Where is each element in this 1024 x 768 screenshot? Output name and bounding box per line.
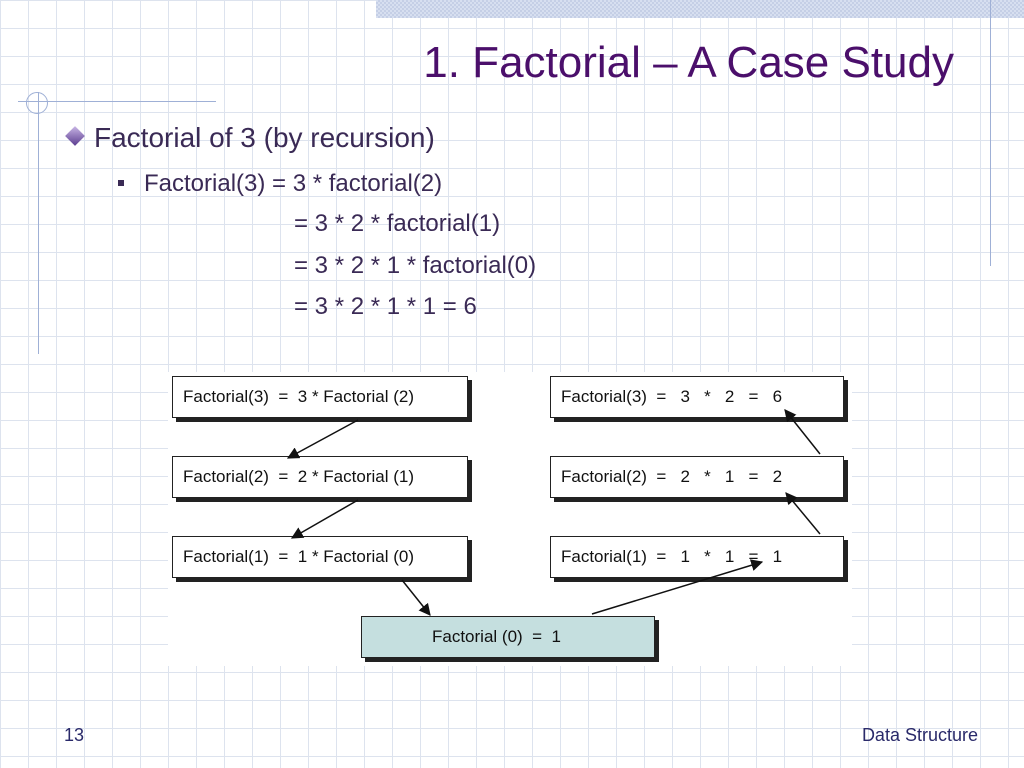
decorative-left-rule: [38, 92, 39, 354]
decorative-circle: [26, 92, 48, 114]
call-arrow-2-to-1: [290, 499, 359, 539]
return-arrow-1-to-2: [785, 492, 821, 535]
return-box-factorial-1: Factorial(1) = 1 * 1 = 1: [550, 536, 844, 578]
return-arrow-0-to-1: [591, 559, 764, 615]
decorative-top-bar: [376, 0, 1024, 18]
call-box-factorial-2: Factorial(2) = 2 * Factorial (1): [172, 456, 468, 498]
square-bullet-icon: [118, 180, 124, 186]
continuation-line-1: = 3 * 2 * factorial(1): [294, 210, 501, 237]
bullet-level-2-text: Factorial(3) = 3 * factorial(2): [144, 170, 443, 197]
base-case-box: Factorial (0) = 1: [361, 616, 655, 658]
return-box-factorial-3: Factorial(3) = 3 * 2 = 6: [550, 376, 844, 418]
decorative-right-rule: [990, 0, 991, 266]
recursion-diagram: Factorial(3) = 3 * Factorial (2) Factori…: [168, 372, 852, 666]
bullet-level-1: Factorial of 3 (by recursion): [65, 122, 435, 154]
continuation-line-2: = 3 * 2 * 1 * factorial(0): [294, 252, 537, 279]
diagram-arrows: [286, 409, 821, 616]
call-arrow-3-to-2: [286, 419, 359, 459]
diamond-bullet-icon: [65, 126, 85, 146]
bullet-level-1-text: Factorial of 3 (by recursion): [94, 122, 435, 153]
call-arrow-1-to-0: [401, 579, 431, 616]
footer-course-title: Data Structure: [861, 725, 978, 745]
continuation-line-3: = 3 * 2 * 1 * 1 = 6: [294, 293, 477, 320]
slide-number: 13: [64, 725, 85, 745]
return-box-factorial-2: Factorial(2) = 2 * 1 = 2: [550, 456, 844, 498]
bullet-level-2: Factorial(3) = 3 * factorial(2): [118, 170, 442, 198]
decorative-title-rule: [18, 101, 216, 102]
call-box-factorial-1: Factorial(1) = 1 * Factorial (0): [172, 536, 468, 578]
return-arrow-2-to-3: [784, 409, 821, 455]
slide-title: 1. Factorial – A Case Study: [423, 38, 954, 87]
call-box-factorial-3: Factorial(3) = 3 * Factorial (2): [172, 376, 468, 418]
